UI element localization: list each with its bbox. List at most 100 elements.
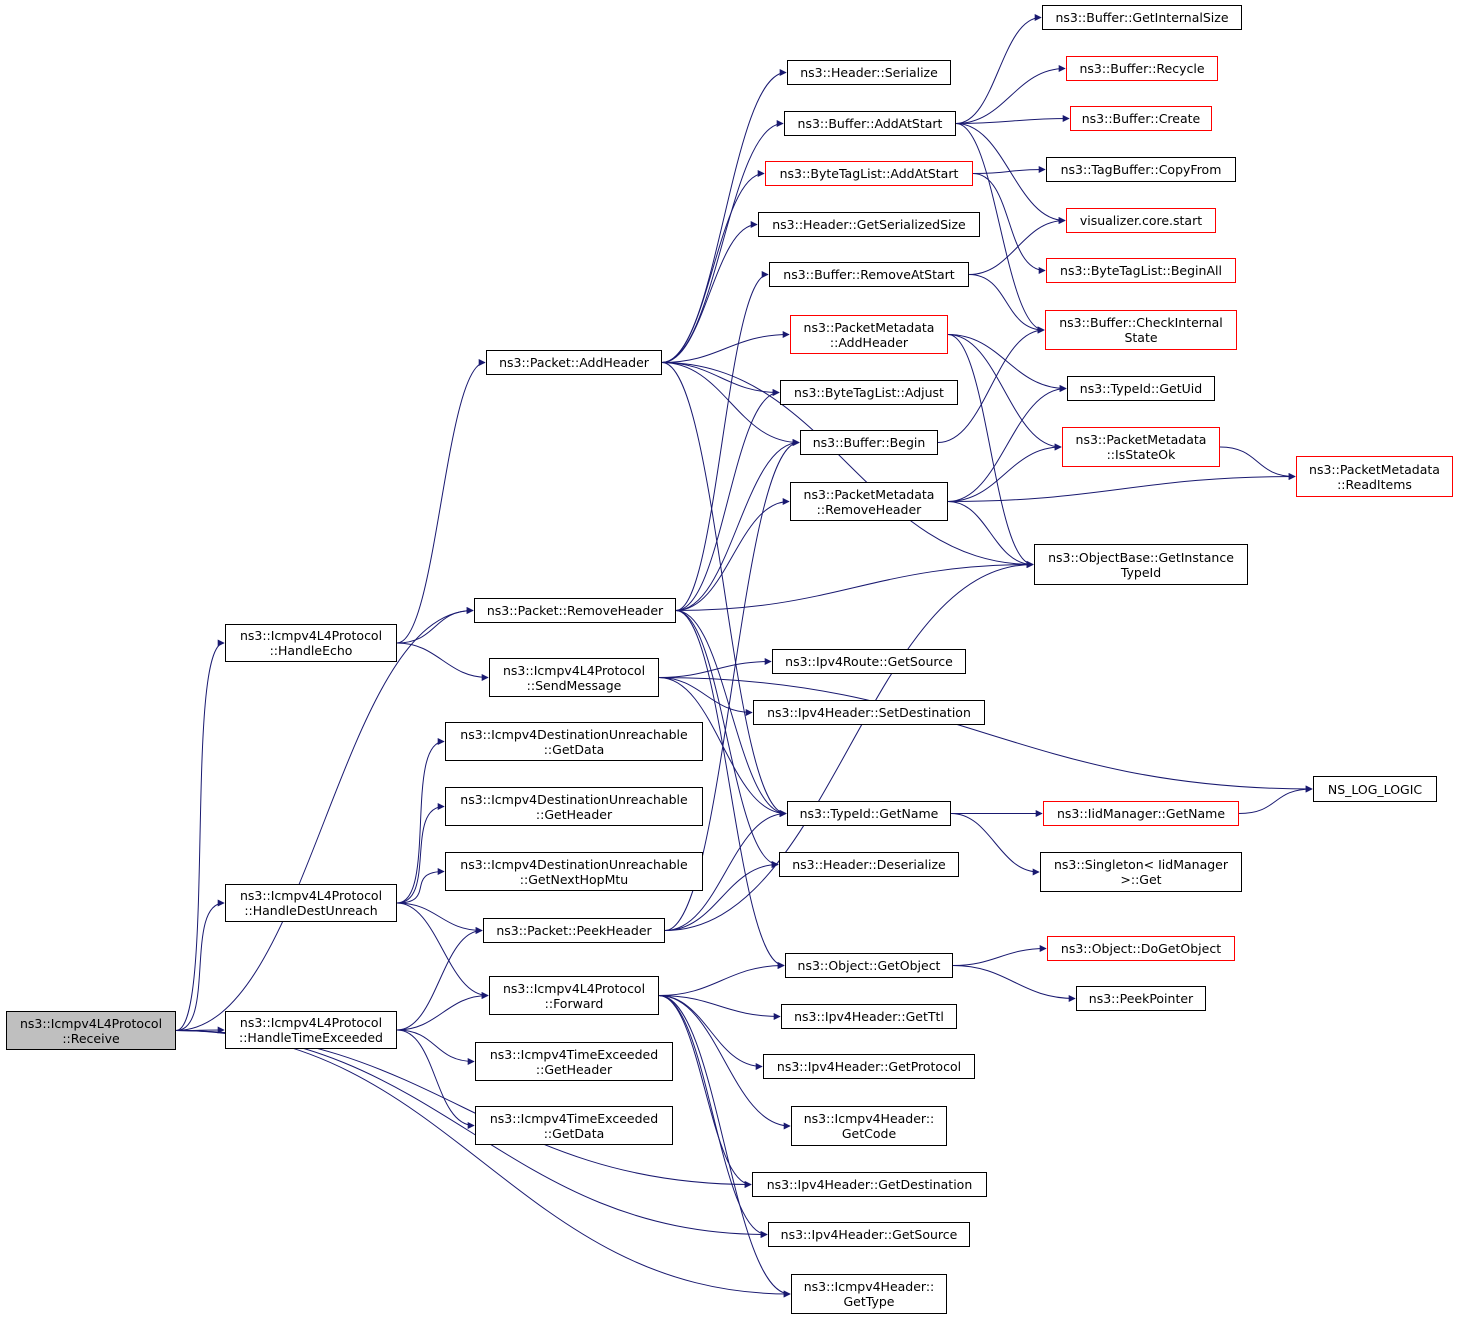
- node-tagbuffer-copy-from[interactable]: ns3::TagBuffer::CopyFrom: [1046, 157, 1236, 182]
- edge-forward-to-icmpv4header_get_code: [658, 995, 791, 1130]
- node-ipv4header-get-source[interactable]: ns3::Ipv4Header::GetSource: [768, 1222, 970, 1247]
- edge-buffer_add_at_start-to-buffer_create: [955, 115, 1070, 124]
- node-buffer-get-internal-size[interactable]: ns3::Buffer::GetInternalSize: [1042, 5, 1242, 30]
- node-iidmanager-get-name[interactable]: ns3::IidManager::GetName: [1043, 801, 1239, 826]
- node-du-get-next-hop-mtu[interactable]: ns3::Icmpv4DestinationUnreachable::GetNe…: [445, 852, 703, 891]
- edge-handle_echo-to-packet_remove_header: [396, 607, 474, 644]
- node-te-get-data[interactable]: ns3::Icmpv4TimeExceeded::GetData: [475, 1106, 673, 1145]
- edge-handle_dest_unreach-to-du_get_data: [396, 738, 445, 904]
- node-handle-echo[interactable]: ns3::Icmpv4L4Protocol::HandleEcho: [225, 624, 397, 662]
- edge-packet_add_header-to-objectbase_get_instance_typeid: [661, 362, 1034, 568]
- edge-packet_remove_header-to-typeid_get_name: [675, 610, 787, 817]
- edge-forward-to-icmpv4header_get_type: [658, 995, 791, 1298]
- node-peek-pointer[interactable]: ns3::PeekPointer: [1076, 986, 1206, 1011]
- node-object-do-get-object[interactable]: ns3::Object::DoGetObject: [1047, 936, 1235, 961]
- node-du-get-header[interactable]: ns3::Icmpv4DestinationUnreachable::GetHe…: [445, 787, 703, 826]
- edge-packet_peek_header-to-buffer_begin: [664, 439, 800, 931]
- edge-send_message-to-ns_log_logic: [658, 677, 1313, 793]
- node-du-get-data[interactable]: ns3::Icmpv4DestinationUnreachable::GetDa…: [445, 722, 703, 761]
- node-packet-peek-header[interactable]: ns3::Packet::PeekHeader: [483, 918, 665, 943]
- node-buffer-recycle[interactable]: ns3::Buffer::Recycle: [1066, 56, 1218, 81]
- edge-bytetaglist_add_at_start-to-tagbuffer_copy_from: [972, 166, 1046, 174]
- edge-packet_add_header-to-header_get_serialized_size: [661, 221, 758, 363]
- node-ipv4header-set-destination[interactable]: ns3::Ipv4Header::SetDestination: [753, 700, 985, 725]
- edge-pm_add_header-to-objectbase_get_instance_typeid: [947, 334, 1034, 568]
- node-object-get-object[interactable]: ns3::Object::GetObject: [785, 953, 953, 978]
- edge-buffer_remove_at_start-to-visualizer_core_start: [968, 217, 1066, 275]
- edge-forward-to-ipv4header_get_destination: [658, 995, 752, 1188]
- edge-pm_add_header-to-typeid_get_uid: [947, 334, 1067, 392]
- edge-buffer_add_at_start-to-visualizer_core_start: [955, 123, 1066, 224]
- edge-handle_echo-to-packet_add_header: [396, 359, 486, 644]
- edge-handle_dest_unreach-to-packet_peek_header: [396, 902, 483, 934]
- node-header-serialize[interactable]: ns3::Header::Serialize: [787, 60, 951, 85]
- edge-pm_add_header-to-pm_is_state_ok: [947, 334, 1062, 451]
- node-ipv4header-get-destination[interactable]: ns3::Ipv4Header::GetDestination: [752, 1172, 987, 1197]
- edge-handle_dest_unreach-to-forward: [396, 902, 489, 999]
- edge-root-to-packet_remove_header: [175, 607, 474, 1031]
- edge-handle_time_exceeded-to-forward: [396, 992, 489, 1031]
- edge-buffer_add_at_start-to-buffer_recycle: [955, 65, 1066, 124]
- edge-bytetaglist_add_at_start-to-bytetaglist_begin_all: [972, 173, 1046, 274]
- node-icmpv4header-get-code[interactable]: ns3::Icmpv4Header::GetCode: [791, 1106, 947, 1146]
- edge-packet_remove_header-to-pm_remove_header: [675, 498, 790, 611]
- node-header-get-serialized-size[interactable]: ns3::Header::GetSerializedSize: [758, 212, 980, 237]
- edge-buffer_add_at_start-to-buffer_check_internal_state: [955, 123, 1045, 334]
- edge-root-to-handle_dest_unreach: [175, 899, 225, 1031]
- edge-pm_remove_header-to-typeid_get_uid: [947, 385, 1067, 502]
- node-ipv4header-get-protocol[interactable]: ns3::Ipv4Header::GetProtocol: [763, 1054, 975, 1079]
- node-ipv4header-get-ttl[interactable]: ns3::Ipv4Header::GetTtl: [781, 1004, 957, 1029]
- edge-packet_remove_header-to-bytetaglist_adjust: [675, 389, 780, 611]
- edge-buffer_add_at_start-to-buffer_get_internal_size: [955, 14, 1042, 124]
- node-pm-remove-header[interactable]: ns3::PacketMetadata::RemoveHeader: [790, 482, 948, 521]
- node-pm-is-state-ok[interactable]: ns3::PacketMetadata::IsStateOk: [1062, 427, 1220, 467]
- node-bytetaglist-add-at-start[interactable]: ns3::ByteTagList::AddAtStart: [765, 161, 973, 186]
- node-singleton-iidmanager-get[interactable]: ns3::Singleton< IidManager>::Get: [1040, 852, 1242, 892]
- edge-typeid_get_name-to-singleton_iidmanager_get: [950, 813, 1040, 876]
- edge-buffer_remove_at_start-to-buffer_check_internal_state: [968, 274, 1045, 334]
- edge-packet_peek_header-to-objectbase_get_instance_typeid: [664, 561, 1034, 931]
- node-typeid-get-name[interactable]: ns3::TypeId::GetName: [787, 801, 951, 826]
- edge-send_message-to-ipv4header_set_destination: [658, 677, 753, 716]
- node-handle-time-exceeded[interactable]: ns3::Icmpv4L4Protocol::HandleTimeExceede…: [225, 1011, 397, 1049]
- node-header-deserialize[interactable]: ns3::Header::Deserialize: [779, 852, 959, 877]
- edge-buffer_begin-to-buffer_check_internal_state: [937, 326, 1045, 443]
- node-pm-add-header[interactable]: ns3::PacketMetadata::AddHeader: [790, 315, 948, 354]
- edge-handle_dest_unreach-to-du_get_next_hop_mtu: [396, 868, 445, 904]
- node-packet-add-header[interactable]: ns3::Packet::AddHeader: [486, 350, 662, 375]
- node-bytetaglist-begin-all[interactable]: ns3::ByteTagList::BeginAll: [1046, 258, 1236, 283]
- node-packet-remove-header[interactable]: ns3::Packet::RemoveHeader: [474, 598, 676, 623]
- node-buffer-create[interactable]: ns3::Buffer::Create: [1070, 106, 1212, 131]
- edge-packet_add_header-to-buffer_begin: [661, 362, 800, 446]
- node-ns-log-logic[interactable]: NS_LOG_LOGIC: [1313, 776, 1437, 802]
- node-buffer-add-at-start[interactable]: ns3::Buffer::AddAtStart: [784, 111, 956, 136]
- node-visualizer-core-start[interactable]: visualizer.core.start: [1066, 208, 1216, 233]
- edge-handle_echo-to-send_message: [396, 642, 489, 681]
- node-receive: ns3::Icmpv4L4Protocol::Receive: [6, 1011, 176, 1050]
- node-send-message[interactable]: ns3::Icmpv4L4Protocol::SendMessage: [489, 658, 659, 697]
- edge-packet_remove_header-to-objectbase_get_instance_typeid: [675, 561, 1034, 611]
- node-buffer-begin[interactable]: ns3::Buffer::Begin: [800, 430, 938, 455]
- edge-packet_add_header-to-bytetaglist_add_at_start: [661, 170, 765, 363]
- edge-forward-to-ipv4header_get_source: [658, 995, 768, 1238]
- edge-packet_remove_header-to-header_deserialize: [675, 610, 779, 868]
- edge-handle_time_exceeded-to-packet_peek_header: [396, 927, 483, 1031]
- node-pm-read-items[interactable]: ns3::PacketMetadata::ReadItems: [1296, 456, 1453, 497]
- node-bytetaglist-adjust[interactable]: ns3::ByteTagList::Adjust: [780, 380, 958, 405]
- edge-forward-to-object_get_object: [658, 962, 785, 996]
- edge-pm_remove_header-to-objectbase_get_instance_typeid: [947, 501, 1034, 568]
- node-ipv4route-get-source[interactable]: ns3::Ipv4Route::GetSource: [772, 649, 966, 674]
- edge-packet_add_header-to-pm_add_header: [661, 331, 790, 363]
- edge-packet_peek_header-to-typeid_get_name: [664, 810, 787, 931]
- node-handle-dest-unreach[interactable]: ns3::Icmpv4L4Protocol::HandleDestUnreach: [225, 884, 397, 922]
- node-icmpv4header-get-type[interactable]: ns3::Icmpv4Header::GetType: [791, 1274, 947, 1314]
- edge-packet_add_header-to-typeid_get_name: [661, 362, 787, 817]
- edge-root-to-handle_echo: [175, 639, 225, 1031]
- node-forward[interactable]: ns3::Icmpv4L4Protocol::Forward: [489, 976, 659, 1015]
- node-buffer-remove-at-start[interactable]: ns3::Buffer::RemoveAtStart: [769, 262, 969, 287]
- node-typeid-get-uid[interactable]: ns3::TypeId::GetUid: [1067, 376, 1215, 401]
- node-te-get-header[interactable]: ns3::Icmpv4TimeExceeded::GetHeader: [475, 1042, 673, 1081]
